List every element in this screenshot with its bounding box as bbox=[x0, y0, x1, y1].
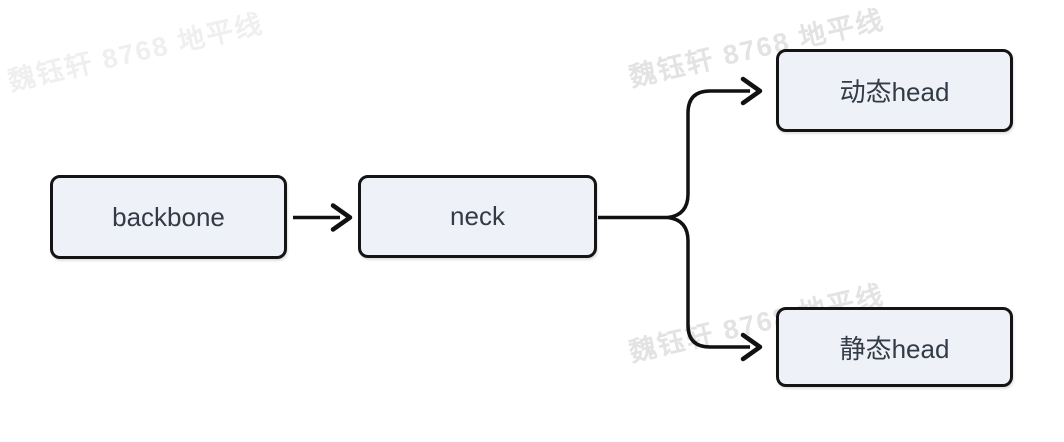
arrowhead-icon bbox=[330, 203, 353, 232]
node-dynamic-head: 动态head bbox=[776, 49, 1013, 132]
node-neck: neck bbox=[358, 175, 597, 258]
node-static-head: 静态head bbox=[776, 307, 1013, 387]
node-backbone: backbone bbox=[50, 175, 287, 259]
node-backbone-label: backbone bbox=[112, 201, 225, 232]
node-static-head-label: 静态head bbox=[839, 333, 950, 364]
arrow-backbone-to-neck bbox=[293, 203, 353, 232]
arrowhead-icon bbox=[740, 76, 763, 106]
node-dynamic-head-label: 动态head bbox=[839, 77, 950, 107]
arrow-neck-to-dynamic-head bbox=[667, 76, 763, 220]
arrow-neck-to-static-head bbox=[667, 215, 763, 362]
node-neck-label: neck bbox=[450, 201, 505, 231]
arrowhead-icon bbox=[740, 332, 763, 362]
